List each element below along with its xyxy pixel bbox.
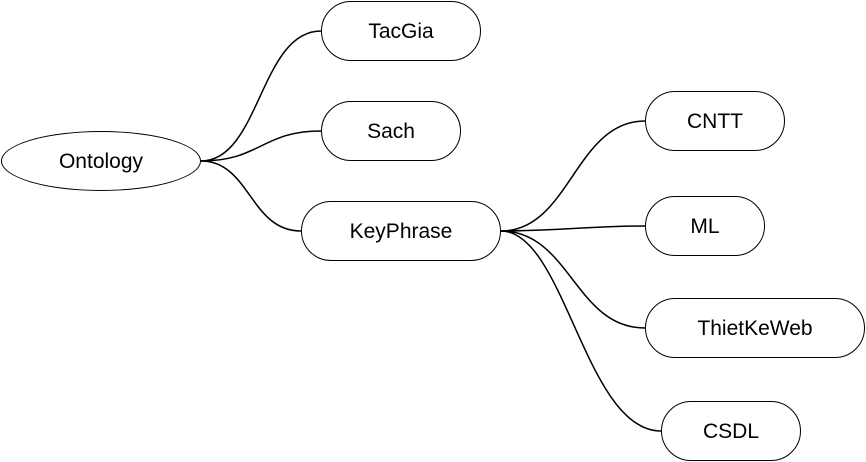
- node-ontology-label: Ontology: [58, 149, 144, 173]
- node-thietkeweb-label: ThietKeWeb: [697, 316, 813, 340]
- node-tacgia-label: TacGia: [368, 19, 434, 43]
- node-keyphrase-label: KeyPhrase: [349, 219, 453, 243]
- edge-keyphrase-csdl: [500, 230, 662, 432]
- node-ml-label: ML: [690, 214, 720, 238]
- edge-keyphrase-ml: [500, 225, 646, 232]
- node-thietkeweb[interactable]: ThietKeWeb: [645, 298, 865, 358]
- node-ontology[interactable]: Ontology: [1, 131, 201, 191]
- node-sach-label: Sach: [367, 119, 415, 143]
- node-cntt[interactable]: CNTT: [645, 91, 785, 151]
- node-csdl-label: CSDL: [702, 419, 760, 443]
- edge-ontology-keyphrase: [200, 160, 302, 232]
- node-csdl[interactable]: CSDL: [661, 401, 801, 461]
- node-sach[interactable]: Sach: [321, 101, 461, 161]
- node-ml[interactable]: ML: [645, 196, 765, 256]
- edge-ontology-tacgia: [200, 30, 322, 162]
- edge-keyphrase-thietkeweb: [500, 230, 646, 329]
- node-keyphrase[interactable]: KeyPhrase: [301, 201, 501, 261]
- node-cntt-label: CNTT: [687, 109, 743, 133]
- edge-keyphrase-cntt: [500, 120, 646, 232]
- node-tacgia[interactable]: TacGia: [321, 1, 481, 61]
- edge-ontology-sach: [200, 130, 322, 162]
